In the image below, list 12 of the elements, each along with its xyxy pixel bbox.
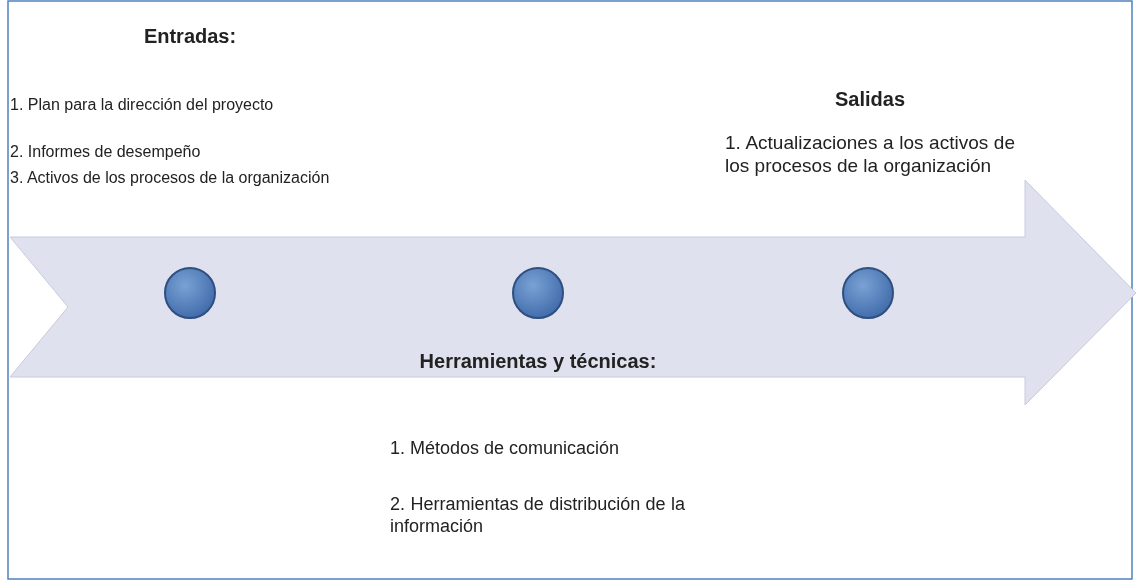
milestone-circle (841, 266, 895, 320)
section-heading: Entradas: (142, 25, 238, 48)
list-item: 1. Plan para la dirección del proyecto (10, 95, 275, 115)
milestone-circle (163, 266, 217, 320)
milestone-circle (511, 266, 565, 320)
list-item: 1. Actualizaciones a los activos de los procesos de la organización (725, 132, 1015, 178)
list-item: 2. Herramientas de distribución de la información (390, 494, 685, 538)
list-item: 3. Activos de los procesos de la organización (10, 168, 331, 188)
list-item: 2. Informes de desempeño (10, 142, 202, 162)
section-heading: Salidas (833, 88, 906, 111)
list-item: 1. Métodos de comunicación (390, 438, 621, 460)
section-heading: Herramientas y técnicas: (418, 350, 658, 373)
